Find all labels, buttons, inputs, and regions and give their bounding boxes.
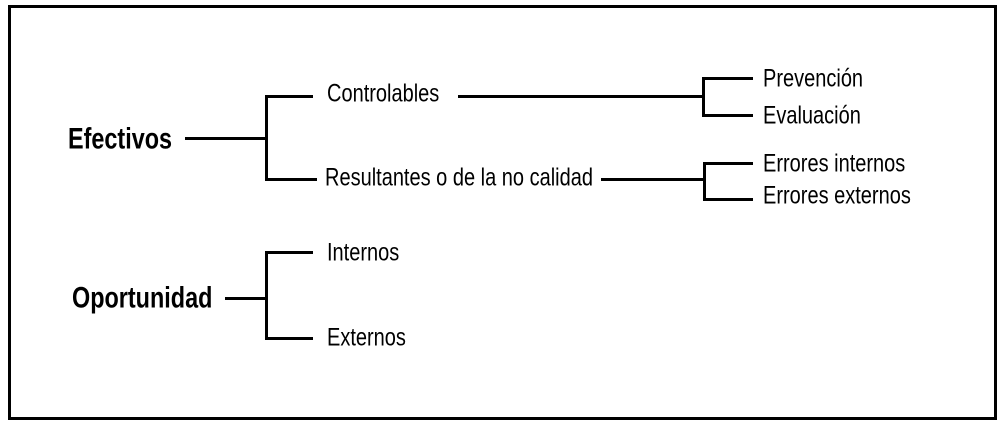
branch-prevencion	[702, 77, 753, 80]
branch-controlables	[265, 95, 313, 98]
bracket-efectivos-vertical	[265, 95, 268, 181]
node-label-internos: Internos	[327, 238, 400, 267]
connector-oportunidad	[225, 297, 268, 300]
branch-evaluacion	[702, 114, 753, 117]
node-label-controlables: Controlables	[327, 79, 440, 108]
connector-efectivos	[185, 137, 268, 140]
diagram-border	[8, 5, 997, 420]
bracket-controlables-vertical	[702, 77, 705, 117]
branch-errores-internos	[703, 162, 753, 165]
branch-errores-externos	[703, 198, 753, 201]
node-label-prevencion: Prevención	[763, 64, 864, 93]
node-label-efectivos: Efectivos	[68, 122, 173, 156]
node-label-errores-internos: Errores internos	[763, 149, 906, 178]
connector-resultantes	[601, 178, 706, 181]
node-label-errores-externos: Errores externos	[763, 181, 911, 210]
branch-resultantes	[265, 178, 317, 181]
bracket-oportunidad-vertical	[265, 251, 268, 340]
node-label-externos: Externos	[327, 323, 406, 352]
connector-controlables	[458, 95, 705, 98]
bracket-resultantes-vertical	[703, 162, 706, 201]
node-label-oportunidad: Oportunidad	[72, 281, 213, 315]
node-label-resultantes: Resultantes o de la no calidad	[325, 163, 593, 192]
branch-internos	[265, 251, 313, 254]
node-label-evaluacion: Evaluación	[763, 101, 861, 130]
branch-externos	[265, 337, 313, 340]
